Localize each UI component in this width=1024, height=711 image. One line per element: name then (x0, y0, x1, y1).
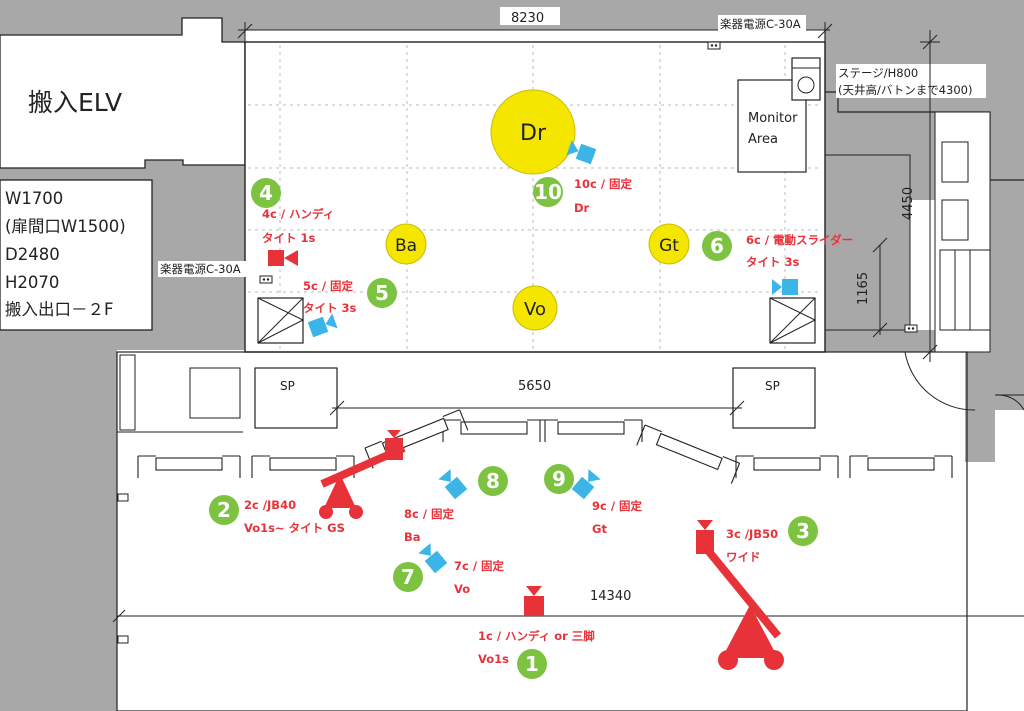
camera-10-line1: 10c / 固定 (574, 177, 633, 191)
power-outlet-left (259, 275, 273, 284)
camera-1-icon (524, 586, 544, 616)
camera-4-line2: タイト 1s (262, 231, 316, 245)
camera-10-badge: 10 (533, 177, 563, 207)
camera-6-line2: タイト 3s (746, 255, 800, 269)
camera-3-badge: 3 (788, 516, 818, 546)
monitor-area-line1: Monitor (748, 111, 798, 126)
svg-text:8: 8 (486, 469, 500, 493)
elevator-label: 搬入ELV (28, 88, 122, 117)
camera-5-line2: タイト 3s (303, 301, 357, 315)
pillar-left-1 (119, 354, 136, 431)
stage-monitor-right (769, 297, 817, 344)
camera-4-badge: 4 (251, 178, 281, 208)
camera-6-line1: 6c / 電動スライダー (746, 233, 853, 247)
pillar-left-2 (189, 367, 241, 419)
svg-text:4: 4 (259, 181, 273, 205)
camera-7-line1: 7c / 固定 (454, 559, 505, 573)
camera-5-line1: 5c / 固定 (303, 279, 354, 293)
camera-2-line1: 2c /JB40 (244, 498, 296, 512)
camera-3-line2: ワイド (726, 550, 761, 564)
speaker-left-label: SP (280, 379, 295, 393)
camera-8-line1: 8c / 固定 (404, 507, 455, 521)
instrument-bass-label: Ba (395, 236, 417, 256)
camera-6-icon (772, 279, 798, 295)
instrument-drums-label: Dr (520, 121, 547, 146)
svg-text:1: 1 (525, 652, 539, 676)
dimension-stage-depth-label: 4450 (901, 187, 916, 220)
camera-4-line1: 4c / ハンディ (262, 207, 334, 221)
camera-9-icon (571, 469, 601, 500)
instrument-guitar-label: Gt (659, 236, 679, 256)
power-outlet-top (707, 41, 721, 50)
crowd-barriers (137, 409, 953, 484)
equipment-unit (791, 57, 821, 101)
stage-info-line1: ステージ/H800 (838, 66, 918, 80)
power-outlet-right (904, 324, 918, 333)
power-label-top: 楽器電源C-30A (720, 17, 801, 31)
stage-right-structure (814, 30, 1024, 411)
camera-5-icon (307, 313, 338, 338)
stage-monitor-left (257, 297, 305, 344)
camera-1-badge: 1 (517, 649, 547, 679)
elevator-spec-box (0, 179, 153, 331)
camera-9-badge: 9 (544, 464, 574, 494)
instrument-guitar: Gt (648, 223, 690, 265)
camera-3-line1: 3c /JB50 (726, 527, 778, 541)
dimension-stage-width-label: 8230 (511, 11, 544, 26)
speaker-left: SP (254, 367, 338, 429)
speaker-right: SP (732, 367, 816, 429)
camera-2-jib-icon (319, 430, 406, 519)
camera-7-line2: Vo (454, 582, 470, 596)
camera-7-icon (418, 543, 448, 574)
camera-4-icon (268, 250, 298, 266)
camera-10-line2: Dr (574, 201, 590, 215)
camera-1-line1: 1c / ハンディ or 三脚 (478, 629, 595, 643)
camera-5-badge: 5 (367, 278, 397, 308)
stage-info-line2: (天井高/バトンまで4300) (838, 83, 972, 97)
svg-text:10: 10 (534, 180, 562, 204)
camera-2-badge: 2 (209, 495, 239, 525)
instrument-drums: Dr (490, 89, 576, 175)
camera-7-badge: 7 (393, 562, 423, 592)
dimension-floor-width (112, 609, 1024, 623)
svg-text:7: 7 (401, 565, 415, 589)
instrument-vocal-label: Vo (524, 299, 546, 320)
dimension-offset-label: 1165 (856, 272, 871, 305)
dimension-speaker-span-label: 5650 (518, 379, 551, 394)
instrument-vocal: Vo (512, 285, 558, 331)
dimension-floor-width-label: 14340 (590, 589, 631, 604)
instrument-bass: Ba (385, 223, 427, 265)
power-label-left: 楽器電源C-30A (160, 262, 241, 276)
monitor-area-line2: Area (748, 132, 778, 147)
audience-floor (116, 351, 968, 711)
spec-depth: D2480 (5, 245, 60, 264)
spec-loadfloor: 搬入出口－２F (5, 300, 114, 319)
camera-8-icon (438, 469, 468, 500)
camera-2-line2: Vo1s~ タイト GS (244, 521, 345, 535)
svg-text:9: 9 (552, 467, 566, 491)
speaker-right-label: SP (765, 379, 780, 393)
svg-text:3: 3 (796, 519, 810, 543)
dimension-offset (872, 237, 888, 338)
spec-height: H2070 (5, 273, 59, 292)
spec-width: W1700 (5, 189, 63, 208)
svg-text:6: 6 (710, 234, 724, 258)
spec-door: (扉間口W1500) (5, 217, 126, 236)
dimension-speaker-span (329, 400, 745, 416)
svg-text:2: 2 (217, 498, 231, 522)
camera-1-line2: Vo1s (478, 652, 509, 666)
camera-6-badge: 6 (702, 231, 732, 261)
svg-text:5: 5 (375, 281, 389, 305)
camera-9-line1: 9c / 固定 (592, 499, 643, 513)
camera-8-badge: 8 (478, 466, 508, 496)
camera-10-icon (566, 140, 597, 165)
camera-8-line2: Ba (404, 530, 421, 544)
camera-3-jib-icon (696, 520, 784, 670)
camera-9-line2: Gt (592, 522, 607, 536)
